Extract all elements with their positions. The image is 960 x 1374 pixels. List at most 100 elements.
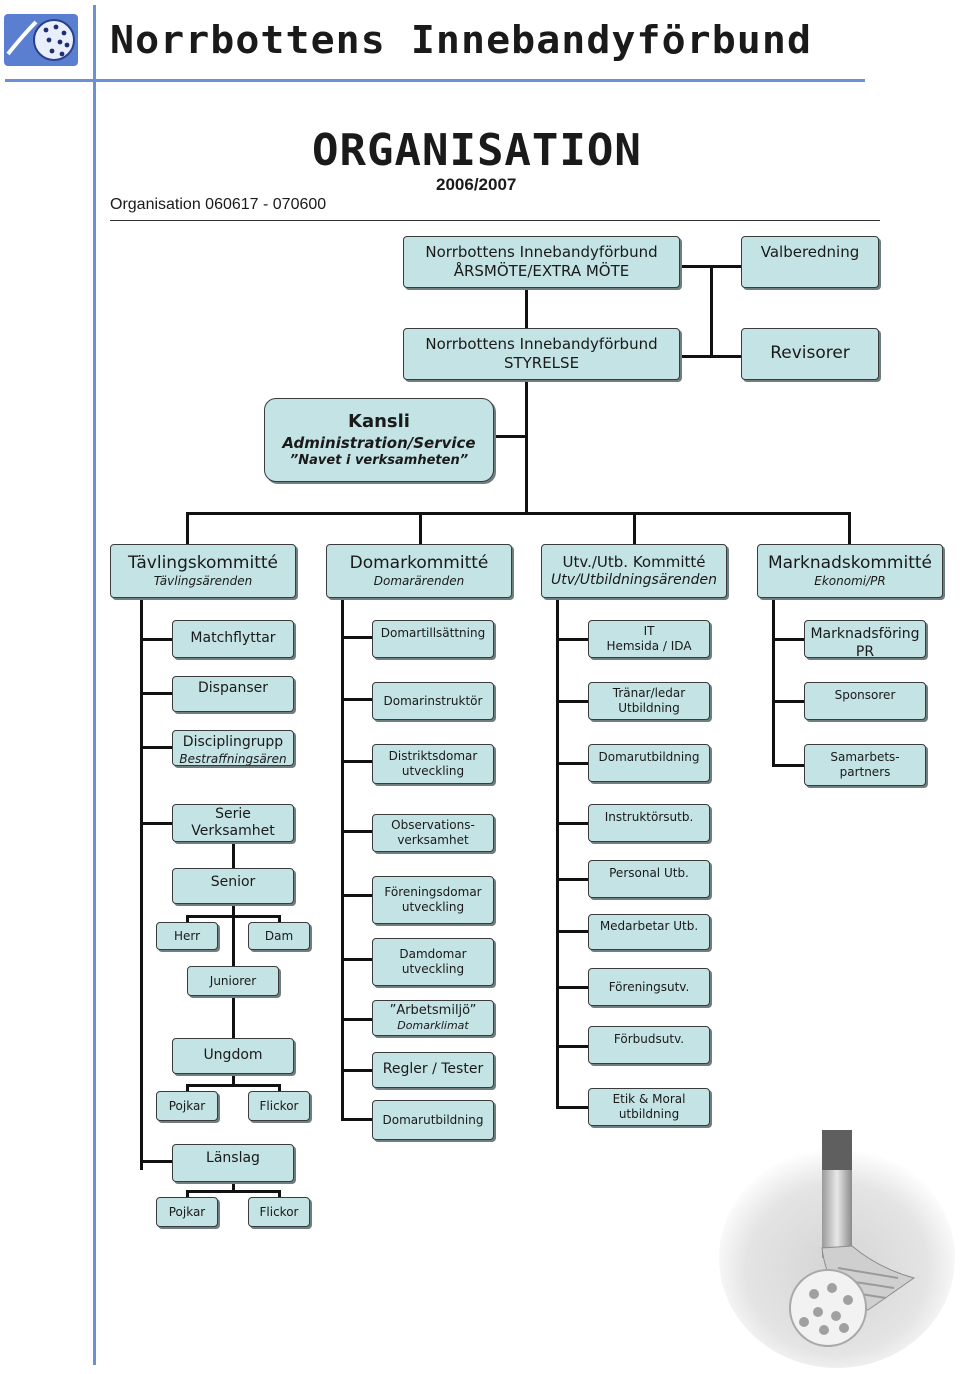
- box-line: Disciplingrupp: [182, 734, 284, 750]
- box-line: Damdomar: [399, 947, 467, 961]
- connector-line: [341, 698, 373, 701]
- connector-line: [140, 1160, 172, 1163]
- connector-line: [186, 512, 851, 515]
- styrelse-box: Norrbottens Innebandyförbund STYRELSE: [403, 328, 680, 380]
- box-line: Hemsida / IDA: [606, 639, 692, 653]
- box-line: Matchflyttar: [190, 630, 276, 647]
- instruktorsutb-box: Instruktörsutb.: [588, 804, 710, 842]
- box-line: Domarkommitté: [349, 552, 489, 573]
- distriktsdomar-box: Distriktsdomar utveckling: [372, 744, 494, 784]
- box-line: Tävlingsärenden: [153, 574, 253, 589]
- box-line: Dam: [264, 928, 294, 943]
- box-line: Tränar/ledar: [612, 686, 686, 700]
- ungdom-box: Ungdom: [172, 1038, 294, 1074]
- connector-line: [848, 512, 851, 544]
- sponsorer-box: Sponsorer: [804, 682, 926, 720]
- box-line: utveckling: [401, 962, 465, 976]
- box-line: utveckling: [401, 764, 465, 778]
- box-line: Föreningsutv.: [608, 979, 690, 994]
- box-line: Herr: [173, 928, 201, 943]
- box-line: Marknadsföring: [810, 626, 920, 642]
- box-line: Utv/Utbildningsärenden: [550, 571, 718, 588]
- box-line: Domarklimat: [397, 1019, 469, 1033]
- connector-line: [232, 1074, 235, 1086]
- tavlingskommitte-box: Tävlingskommitté Tävlingsärenden: [110, 544, 296, 598]
- connector-line: [772, 598, 775, 766]
- kansli-box: Kansli Administration/Service ”Navet i v…: [264, 398, 494, 482]
- foreningsdomar-box: Föreningsdomar utveckling: [372, 876, 494, 924]
- connector-line: [140, 746, 172, 749]
- flickor-box: Flickor: [248, 1091, 310, 1121]
- connector-line: [556, 1045, 588, 1048]
- etik-moral-box: Etik & Moral utbildning: [588, 1088, 710, 1126]
- arsmote-box: Norrbottens Innebandyförbund ÅRSMÖTE/EXT…: [403, 236, 680, 288]
- header-divider: [110, 220, 880, 221]
- box-line: Föreningsdomar: [384, 885, 482, 899]
- valberedning-box: Valberedning: [741, 236, 879, 288]
- connector-line: [341, 894, 373, 897]
- connector-line: [556, 598, 559, 1108]
- connector-line: [186, 1190, 279, 1193]
- lanslag-pojkar-box: Pojkar: [156, 1197, 218, 1227]
- box-line: Personal Utb.: [609, 866, 689, 880]
- period-label: Organisation 060617 - 070600: [110, 196, 327, 213]
- box-line: IT: [643, 624, 655, 638]
- box-line: Norrbottens Innebandyförbund: [425, 243, 658, 262]
- box-line: Revisorer: [770, 343, 850, 364]
- connector-line: [710, 265, 713, 357]
- revisorer-box: Revisorer: [741, 328, 879, 380]
- logo-floorball-icon: [4, 14, 78, 66]
- box-line: Ungdom: [203, 1047, 263, 1064]
- box-line: Observations-: [391, 818, 475, 832]
- box-line: Distriktsdomar: [388, 749, 478, 763]
- box-line: Pojkar: [168, 1204, 206, 1219]
- connector-line: [232, 842, 235, 870]
- box-line: ”Arbetsmiljö”: [389, 1003, 477, 1018]
- connector-line: [556, 878, 588, 881]
- floorball-stick-ball-image: [719, 1130, 955, 1368]
- box-line: Marknadskommitté: [767, 552, 933, 573]
- serie-verksamhet-box: Serie Verksamhet: [172, 804, 294, 842]
- connector-line: [341, 760, 373, 763]
- season-label: 2006/2007: [436, 175, 517, 194]
- box-line: Verksamhet: [191, 823, 275, 839]
- connector-line: [680, 355, 742, 358]
- connector-line: [341, 636, 373, 639]
- box-line: Domarärenden: [373, 574, 465, 589]
- box-line: Etik & Moral: [612, 1092, 686, 1106]
- box-line: Valberedning: [760, 243, 860, 261]
- connector-line: [341, 1118, 373, 1121]
- connector-line: [525, 290, 528, 512]
- box-line: Juniorer: [209, 973, 257, 988]
- connector-line: [633, 512, 636, 544]
- tranar-ledar-box: Tränar/ledar Utbildning: [588, 682, 710, 720]
- connector-line: [341, 830, 373, 833]
- box-line: Regler / Tester: [382, 1061, 484, 1078]
- lanslag-flickor-box: Flickor: [248, 1197, 310, 1227]
- connector-line: [140, 638, 172, 641]
- connector-line: [186, 915, 279, 918]
- connector-line: [494, 435, 527, 438]
- box-line: Tävlingskommitté: [127, 552, 279, 573]
- connector-line: [556, 986, 588, 989]
- connector-line: [341, 958, 373, 961]
- domartillsattning-box: Domartillsättning: [372, 620, 494, 658]
- connector-line: [186, 1084, 279, 1087]
- it-hemsida-box: IT Hemsida / IDA: [588, 620, 710, 658]
- header-accent-rule: [5, 79, 865, 82]
- box-line: Medarbetar Utb.: [599, 919, 699, 933]
- box-line: Senior: [210, 874, 256, 890]
- box-line: utveckling: [401, 900, 465, 914]
- box-line: Administration/Service: [282, 433, 476, 452]
- personal-utb-box: Personal Utb.: [588, 860, 710, 898]
- connector-line: [186, 512, 189, 544]
- connector-line: [278, 1190, 281, 1198]
- connector-line: [186, 915, 189, 923]
- box-line: Flickor: [259, 1098, 299, 1113]
- domarinstruktor-box: Domarinstruktör: [372, 682, 494, 720]
- box-line: Pojkar: [168, 1098, 206, 1113]
- marknadskommitte-box: Marknadskommitté Ekonomi/PR: [757, 544, 943, 598]
- left-accent-rule: [93, 5, 96, 1365]
- samarbetspartners-box: Samarbets- partners: [804, 744, 926, 786]
- connector-line: [186, 1190, 189, 1198]
